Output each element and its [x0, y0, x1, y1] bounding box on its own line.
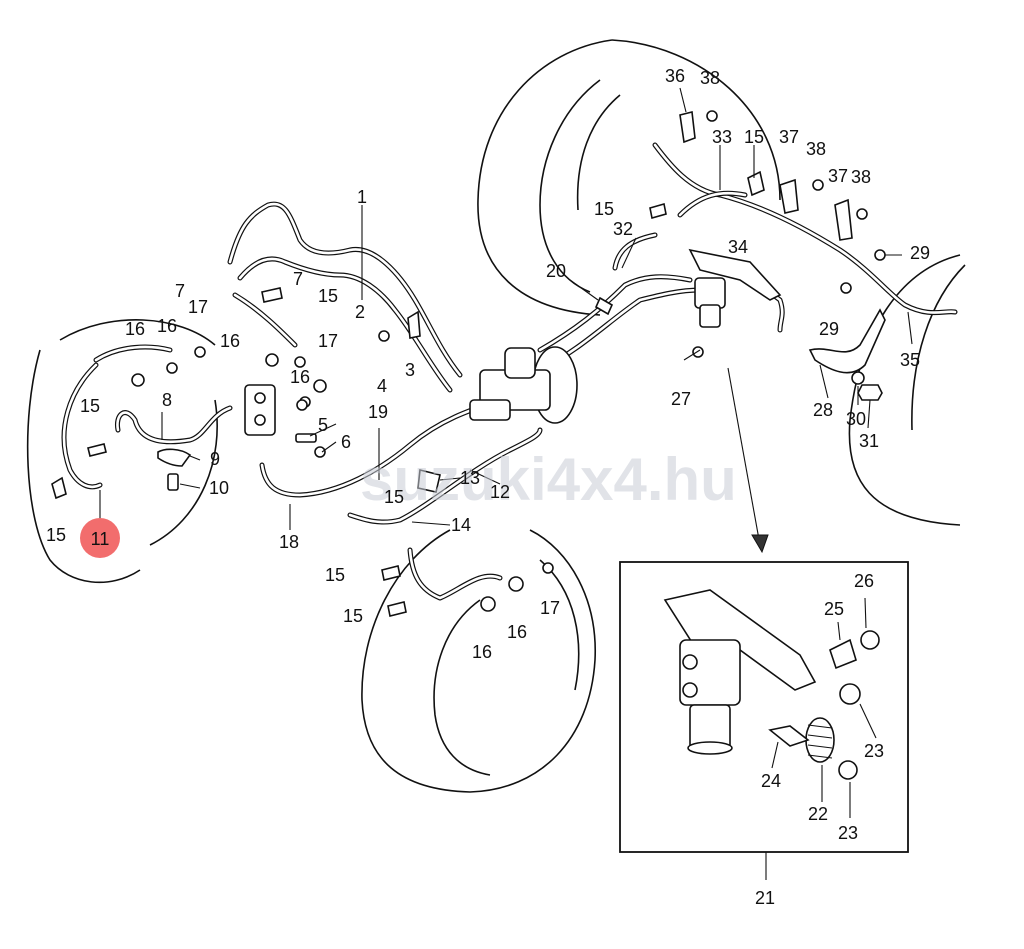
part-label-30[interactable]: 30: [846, 409, 866, 429]
part-label-17c[interactable]: 17: [540, 598, 560, 618]
part-label-8[interactable]: 8: [162, 390, 172, 410]
part-label-36[interactable]: 36: [665, 66, 685, 86]
part-label-19[interactable]: 19: [368, 402, 388, 422]
junction-block-front: [244, 384, 276, 436]
brake-pipes: [61, 142, 958, 601]
part-label-37b[interactable]: 37: [828, 166, 848, 186]
part-label-33[interactable]: 33: [712, 127, 732, 147]
part-label-16f[interactable]: 16: [507, 622, 527, 642]
part-label-2[interactable]: 2: [355, 302, 365, 322]
part-label-15e[interactable]: 15: [325, 565, 345, 585]
rear-right-tire: [477, 39, 781, 316]
part-label-15g[interactable]: 15: [594, 199, 614, 219]
part-label-38a[interactable]: 38: [700, 68, 720, 88]
part-label-27[interactable]: 27: [671, 389, 691, 409]
part-label-17b[interactable]: 17: [318, 331, 338, 351]
part-label-29b[interactable]: 29: [819, 319, 839, 339]
part-label-22[interactable]: 22: [808, 804, 828, 824]
rear-bracket: [808, 308, 886, 401]
part-label-31[interactable]: 31: [859, 431, 879, 451]
fittings: [51, 110, 886, 617]
watermark-text: suzuki4x4.hu: [360, 446, 737, 513]
part-label-15f[interactable]: 15: [343, 606, 363, 626]
part-label-12[interactable]: 12: [490, 482, 510, 502]
part-label-34[interactable]: 34: [728, 237, 748, 257]
part-label-4[interactable]: 4: [377, 376, 387, 396]
part-label-16b[interactable]: 16: [157, 316, 177, 336]
part-label-7b[interactable]: 7: [293, 269, 303, 289]
master-cylinder: [469, 346, 578, 424]
part-label-15c[interactable]: 15: [318, 286, 338, 306]
part-label-11[interactable]: 11: [91, 529, 110, 549]
part-label-6[interactable]: 6: [341, 432, 351, 452]
part-label-1[interactable]: 1: [357, 187, 367, 207]
part-label-15a[interactable]: 15: [80, 396, 100, 416]
part-label-17a[interactable]: 17: [188, 297, 208, 317]
part-label-18[interactable]: 18: [279, 532, 299, 552]
part-label-26[interactable]: 26: [854, 571, 874, 591]
part-label-15d[interactable]: 15: [384, 487, 404, 507]
part-label-9[interactable]: 9: [210, 449, 220, 469]
part-label-13[interactable]: 13: [460, 468, 480, 488]
part-label-15b[interactable]: 15: [46, 525, 66, 545]
part-label-25[interactable]: 25: [824, 599, 844, 619]
lsp-valve-rear: [688, 248, 782, 328]
leader-lines: [99, 87, 913, 880]
part-label-16e[interactable]: 16: [472, 642, 492, 662]
part-label-29a[interactable]: 29: [910, 243, 930, 263]
detail-inset: [619, 561, 909, 853]
part-label-15h[interactable]: 15: [744, 127, 764, 147]
part-label-28[interactable]: 28: [813, 400, 833, 420]
front-right-tire: [361, 529, 596, 793]
part-label-20[interactable]: 20: [546, 261, 566, 281]
part-label-35[interactable]: 35: [900, 350, 920, 370]
part-label-23b[interactable]: 23: [838, 823, 858, 843]
part-label-38b[interactable]: 38: [806, 139, 826, 159]
part-label-32[interactable]: 32: [613, 219, 633, 239]
part-label-10[interactable]: 10: [209, 478, 229, 498]
part-label-16d[interactable]: 16: [290, 367, 310, 387]
part-label-23a[interactable]: 23: [864, 741, 884, 761]
part-label-37a[interactable]: 37: [779, 127, 799, 147]
part-label-3[interactable]: 3: [405, 360, 415, 380]
part-label-38c[interactable]: 38: [851, 167, 871, 187]
rear-left-tire: [848, 254, 966, 526]
highlight-marker[interactable]: [80, 518, 120, 558]
part-label-21[interactable]: 21: [755, 888, 775, 908]
part-label-14[interactable]: 14: [451, 515, 471, 535]
part-label-7a[interactable]: 7: [175, 281, 185, 301]
front-left-tire: [26, 319, 218, 584]
part-label-5[interactable]: 5: [318, 415, 328, 435]
part-label-16a[interactable]: 16: [125, 319, 145, 339]
part-label-16c[interactable]: 16: [220, 331, 240, 351]
part-label-24[interactable]: 24: [761, 771, 781, 791]
part-labels: 1 2 3 4 5 6 7 7 8 9 10 12 13 14 15 15 15…: [46, 66, 930, 908]
